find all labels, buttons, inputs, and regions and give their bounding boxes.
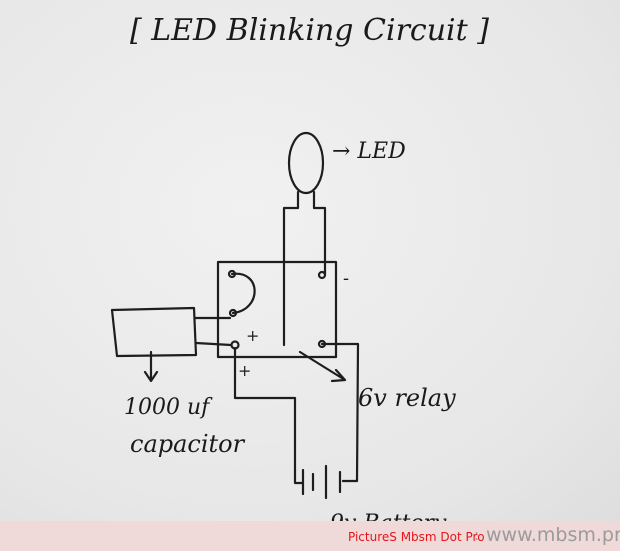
capacitor-leads [193,316,233,347]
wire-plus-label: + [238,361,251,380]
circuit-diagram: [ LED Blinking Circuit ] → LED + - 6v re… [110,13,489,521]
led-leads [282,190,327,347]
battery-wires [233,342,360,485]
footer-credit: PictureS Mbsm Dot Pro [348,530,485,544]
relay-minus-label: - [343,268,349,289]
paper-sheet [0,0,620,521]
capacitor-symbol [110,306,198,358]
relay-body [216,260,338,359]
battery-label: 9v Battery [330,511,447,521]
capacitor-value-label: 1000 uf [124,395,213,420]
watermark-footer: PictureS Mbsm Dot Pro : www.mbsm.pro [0,521,620,551]
led-label: → LED [332,139,406,164]
battery-symbol [301,464,342,500]
relay-pointer-arrow [298,350,347,383]
capacitor-label: capacitor [130,430,246,458]
footer-url[interactable]: www.mbsm.pro [486,524,620,546]
relay-plus-label: + [246,326,259,345]
relay-label: 6v relay [358,384,456,412]
relay-contact [317,270,327,280]
diagram-title: [ LED Blinking Circuit ] [130,13,489,48]
relay-coil-link [230,272,256,315]
led-symbol [287,131,325,195]
footer-separator: : [474,526,480,544]
capacitor-pointer-arrow [143,350,159,383]
